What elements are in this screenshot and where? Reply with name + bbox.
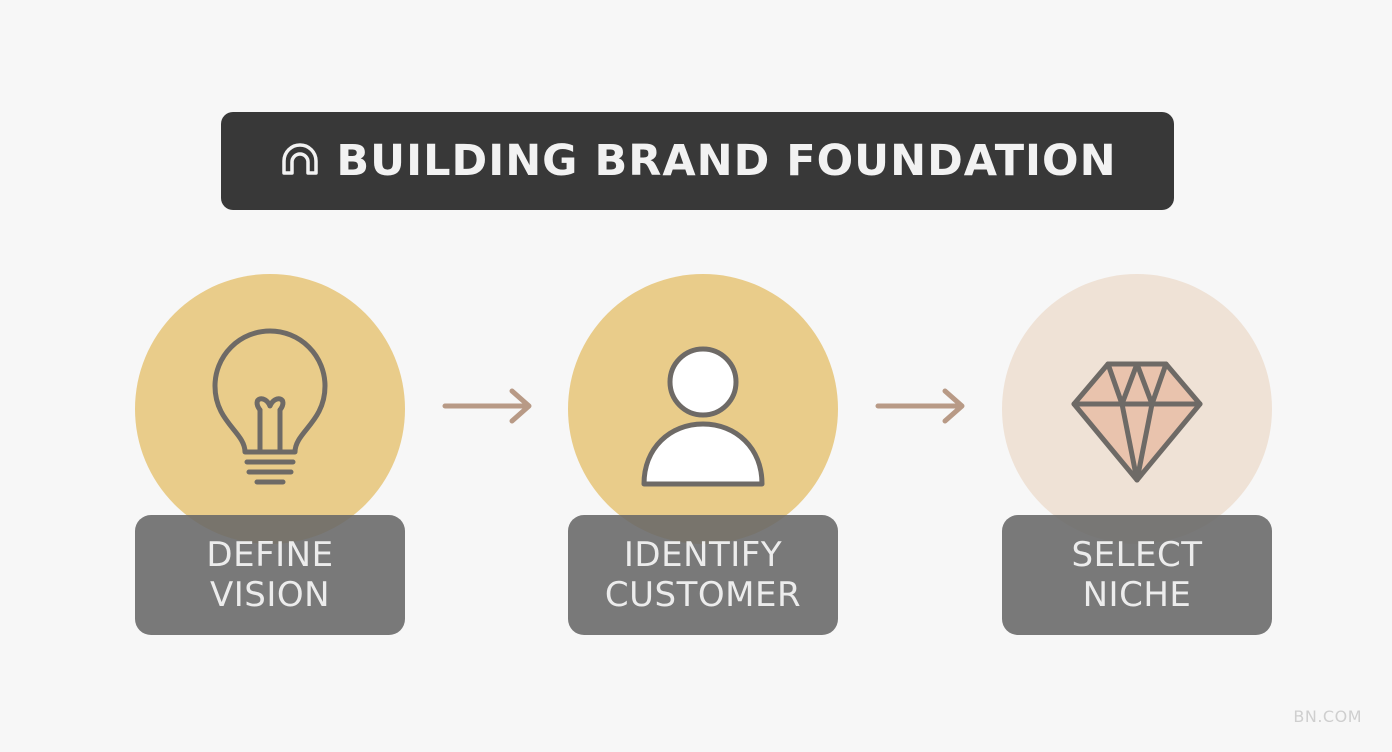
- step-label-line: IDENTIFY: [623, 535, 783, 575]
- step-label-line: NICHE: [1082, 575, 1192, 615]
- arrow-right-icon: [442, 388, 532, 424]
- step-label-line: SELECT: [1071, 535, 1203, 575]
- step-define-vision: DEFINE VISION: [135, 274, 405, 636]
- arrow-right-icon: [875, 388, 965, 424]
- step-select-niche: SELECT NICHE: [1002, 274, 1272, 636]
- watermark: BN.COM: [1293, 707, 1362, 726]
- title-banner: BUILDING BRAND FOUNDATION: [221, 112, 1174, 210]
- step-identify-customer: IDENTIFY CUSTOMER: [568, 274, 838, 636]
- step-label: SELECT NICHE: [1002, 515, 1272, 635]
- step-label-line: CUSTOMER: [604, 575, 802, 615]
- arch-icon: [282, 143, 319, 175]
- step-circle: [135, 274, 405, 544]
- lightbulb-icon: [212, 328, 328, 485]
- step-circle: [568, 274, 838, 544]
- step-label: DEFINE VISION: [135, 515, 405, 635]
- step-label-line: VISION: [209, 575, 331, 615]
- diamond-icon: [1071, 361, 1203, 483]
- diagram-title: BUILDING BRAND FOUNDATION: [336, 136, 1117, 186]
- step-circle: [1002, 274, 1272, 544]
- user-icon: [641, 346, 765, 487]
- step-label-line: DEFINE: [206, 535, 334, 575]
- step-label: IDENTIFY CUSTOMER: [568, 515, 838, 635]
